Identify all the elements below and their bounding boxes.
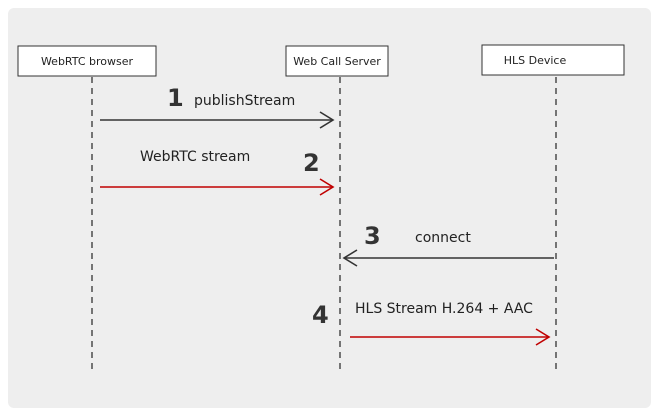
message-1-arrow-head — [319, 111, 335, 129]
message-1-number: 1 — [167, 84, 184, 112]
message-4: 4 HLS Stream H.264 + AAC — [312, 301, 551, 346]
message-2-label: WebRTC stream — [140, 149, 250, 165]
participant-server: Web Call Server — [285, 45, 389, 77]
participant-label-browser: WebRTC browser — [41, 55, 134, 68]
message-3-number: 3 — [364, 222, 381, 250]
message-2: WebRTC stream 2 — [100, 149, 335, 196]
message-3-label: connect — [415, 230, 471, 246]
message-1-label: publishStream — [194, 93, 295, 109]
message-4-number: 4 — [312, 301, 329, 329]
diagram-background — [8, 8, 651, 408]
participant-box-server — [285, 45, 389, 77]
participant-box-browser — [17, 45, 157, 77]
message-2-number: 2 — [303, 149, 320, 177]
message-2-arrow-head — [319, 178, 335, 196]
participant-box-hls — [481, 44, 625, 76]
participant-browser: WebRTC browser — [17, 45, 157, 77]
message-3: 3 connect — [342, 222, 554, 267]
message-4-arrow-head — [535, 328, 551, 346]
participant-hls: HLS Device — [481, 44, 625, 76]
message-1: 1 publishStream — [100, 84, 335, 129]
participant-label-hls: HLS Device — [504, 54, 567, 67]
message-3-arrow-head — [342, 249, 358, 267]
participant-label-server: Web Call Server — [293, 55, 381, 68]
message-4-label: HLS Stream H.264 + AAC — [355, 301, 533, 317]
